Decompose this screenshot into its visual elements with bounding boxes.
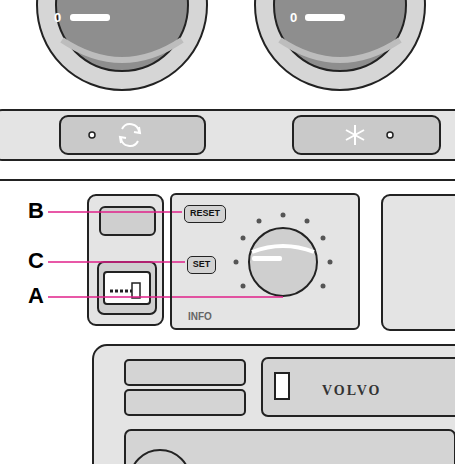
info-panel: INFO RESET SET <box>170 193 360 330</box>
callout-letter: C <box>28 250 44 272</box>
set-button: SET <box>187 256 216 274</box>
leader-lines <box>48 212 283 297</box>
scale-mark: 0 <box>54 11 61 24</box>
button-label: RESET <box>189 208 221 219</box>
brand-logo: VOLVO <box>322 384 382 398</box>
callout-letter: B <box>28 200 44 222</box>
callout-letter: A <box>28 285 44 307</box>
panel-label: INFO <box>188 311 212 323</box>
button-label: SET <box>192 259 211 270</box>
scale-mark: 0 <box>290 11 297 24</box>
reset-button: RESET <box>184 205 226 223</box>
